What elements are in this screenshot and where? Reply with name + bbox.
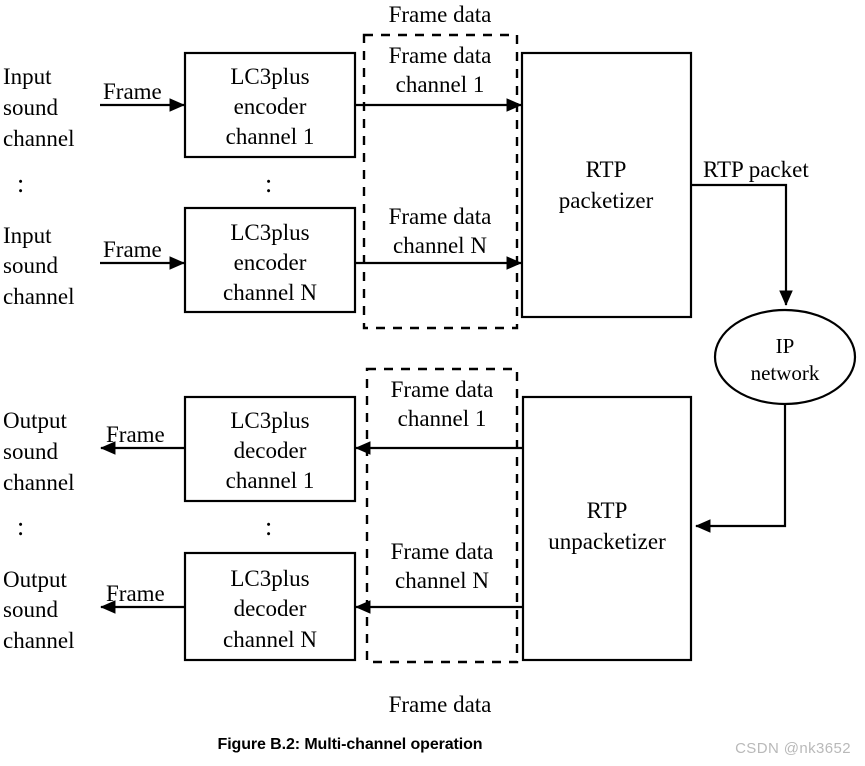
lc3plus-decoder-channel-1-line1: LC3plus xyxy=(230,408,309,433)
input-sound-channel-n-line1: Input xyxy=(3,223,52,248)
output-sound-channel-1-line3: channel xyxy=(3,470,75,495)
decoder-column-ellipsis: : xyxy=(265,512,272,541)
lc3plus-encoder-channel-1-line1: LC3plus xyxy=(230,64,309,89)
input-column-ellipsis: : xyxy=(17,169,24,198)
input-frame-label-n: Frame xyxy=(103,237,162,262)
ip-network-line1: IP xyxy=(776,334,795,358)
output-frame-label-1: Frame xyxy=(106,422,165,447)
input-sound-channel-1-line2: sound xyxy=(3,95,58,120)
output-frame-label-n: Frame xyxy=(106,581,165,606)
decoder-frame-data-channel-1-line2: channel 1 xyxy=(398,406,487,431)
figure-caption: Figure B.2: Multi-channel operation xyxy=(217,736,483,753)
decoder-frame-data-channel-n-line2: channel N xyxy=(395,568,489,593)
output-sound-channel-n-line2: sound xyxy=(3,597,58,622)
input-sound-channel-n-line2: sound xyxy=(3,253,58,278)
encoder-frame-data-channel-n-line2: channel N xyxy=(393,233,487,258)
rtp-unpacketizer-line2: unpacketizer xyxy=(548,529,666,554)
output-sound-channel-1-line2: sound xyxy=(3,439,58,464)
output-sound-channel-n-line1: Output xyxy=(3,567,68,592)
encoder-frame-data-channel-1-line2: channel 1 xyxy=(396,72,485,97)
lc3plus-decoder-channel-n-box[interactable] xyxy=(183,551,357,662)
csdn-watermark: CSDN @nk3652 xyxy=(735,740,851,757)
lc3plus-encoder-channel-n-box[interactable] xyxy=(183,206,357,314)
decoder-frame-data-channel-n-line1: Frame data xyxy=(391,539,494,564)
lc3plus-decoder-channel-1-box[interactable] xyxy=(183,395,357,503)
lc3plus-decoder-channel-1-line2: decoder xyxy=(234,438,307,463)
decoder-frame-data-channel-1-line1: Frame data xyxy=(391,377,494,402)
decoder-frame-data-group-box xyxy=(365,367,519,664)
network-to-unpacketizer-arrow xyxy=(695,404,787,533)
lc3plus-encoder-channel-1-line3: channel 1 xyxy=(226,124,315,149)
lc3plus-decoder-channel-n-line3: channel N xyxy=(223,627,317,652)
rtp-packetizer-line1: RTP xyxy=(586,157,627,182)
decoder-group-label: Frame data xyxy=(389,692,492,717)
encoder-frame-data-channel-1-line1: Frame data xyxy=(389,43,492,68)
encoder-column-ellipsis: : xyxy=(265,169,272,198)
input-sound-channel-n-line3: channel xyxy=(3,284,75,309)
output-sound-channel-1-line1: Output xyxy=(3,408,68,433)
lc3plus-encoder-channel-n-line1: LC3plus xyxy=(230,220,309,245)
lc3plus-encoder-channel-n-line3: channel N xyxy=(223,280,317,305)
output-column-ellipsis: : xyxy=(17,512,24,541)
encoder-frame-data-channel-n-line1: Frame data xyxy=(389,204,492,229)
rtp-unpacketizer-line1: RTP xyxy=(587,498,628,523)
ip-network-line2: network xyxy=(751,361,820,385)
lc3plus-encoder-channel-1-line2: encoder xyxy=(234,94,307,119)
lc3plus-decoder-channel-n-line2: decoder xyxy=(234,596,307,621)
lc3plus-encoder-channel-1-box[interactable] xyxy=(183,51,357,159)
encoder-group-label: Frame data xyxy=(389,2,492,27)
packetizer-to-network-arrow xyxy=(691,183,793,306)
lc3plus-decoder-channel-n-line1: LC3plus xyxy=(230,566,309,591)
rtp-unpacketizer-box[interactable] xyxy=(521,395,693,662)
lc3plus-decoder-channel-1-line3: channel 1 xyxy=(226,468,315,493)
input-sound-channel-1-line1: Input xyxy=(3,64,52,89)
lc3plus-encoder-channel-n-line2: encoder xyxy=(234,250,307,275)
output-sound-channel-n-line3: channel xyxy=(3,628,75,653)
input-frame-label-1: Frame xyxy=(103,79,162,104)
input-sound-channel-1-line3: channel xyxy=(3,126,75,151)
encoder-frame-data-group-box xyxy=(362,33,519,330)
rtp-packet-label: RTP packet xyxy=(703,157,809,182)
rtp-packetizer-line2: packetizer xyxy=(559,188,654,213)
rtp-packetizer-box[interactable] xyxy=(520,51,693,319)
